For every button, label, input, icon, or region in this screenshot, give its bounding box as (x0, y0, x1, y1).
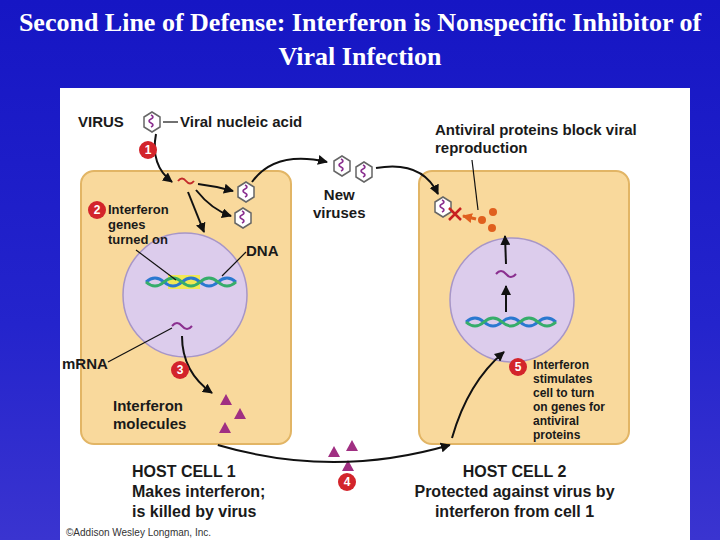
annotation-label: mRNA (62, 355, 108, 373)
process-arrow (505, 286, 507, 312)
connector-arrow (218, 445, 450, 462)
dna-strand (146, 278, 236, 286)
interferon-symbol (234, 408, 246, 419)
cell-description: Protected against virus by interferon fr… (412, 482, 617, 522)
callout-number: 2 (88, 201, 106, 219)
block-arrow (463, 216, 476, 219)
process-arrow (376, 166, 438, 194)
leader-line (163, 121, 178, 122)
callout-number: 4 (338, 473, 356, 491)
leader-line (136, 250, 176, 280)
leader-line (222, 252, 246, 276)
annotation-label: DNA (246, 242, 279, 260)
slide-title: Second Line of Defense: Interferon is No… (0, 6, 720, 74)
copyright-note: ©Addison Wesley Longman, Inc. (66, 527, 211, 539)
antiviral-protein (488, 224, 496, 232)
leader-line (108, 328, 172, 362)
antiviral-protein (478, 216, 486, 224)
interferon-symbol (346, 440, 358, 451)
interferon-symbol (328, 446, 340, 457)
interferon-symbol (219, 422, 231, 433)
process-arrow (252, 159, 327, 182)
virus-symbol (238, 182, 254, 202)
process-arrow (198, 184, 233, 191)
annotation-label: Interferon genes turned on (108, 202, 169, 247)
annotation-label: Antiviral proteins block viral reproduct… (435, 121, 650, 157)
mrna-strand (172, 323, 192, 329)
nucleus (450, 238, 574, 362)
annotation-label: VIRUS (78, 113, 124, 131)
annotation-label: New viruses (313, 186, 366, 222)
virus-symbol (356, 162, 372, 182)
annotation-label: Interferon stimulates cell to turn on ge… (533, 358, 611, 442)
process-arrow (196, 190, 231, 216)
dna-strand (466, 318, 556, 326)
block-cross (449, 208, 461, 220)
dna-strand (146, 278, 236, 286)
process-arrow (452, 352, 504, 438)
virus-symbol (235, 208, 251, 228)
process-arrow (188, 192, 204, 232)
process-arrow (505, 236, 506, 264)
annotation-label: Interferon molecules (113, 397, 186, 433)
cell-description: Makes interferon; is killed by virus (132, 482, 277, 522)
virus-symbol (144, 112, 160, 132)
cell-heading: HOST CELL 2 (412, 462, 617, 482)
callout-number: 1 (139, 141, 157, 159)
cell-heading: HOST CELL 1 (132, 462, 292, 482)
dna-strand (466, 318, 556, 326)
mrna-strand (496, 271, 516, 277)
callout-number: 3 (171, 361, 189, 379)
callout-number: 5 (509, 358, 527, 376)
virus-symbol (334, 156, 350, 176)
annotation-label: Viral nucleic acid (180, 113, 302, 131)
virus-symbol (435, 197, 451, 217)
leader-line (472, 160, 478, 210)
nucleus (123, 233, 247, 357)
process-arrow (155, 134, 172, 182)
interferon-symbol (220, 394, 232, 405)
antiviral-protein (489, 208, 497, 216)
viral-nucleic-acid (178, 179, 194, 184)
